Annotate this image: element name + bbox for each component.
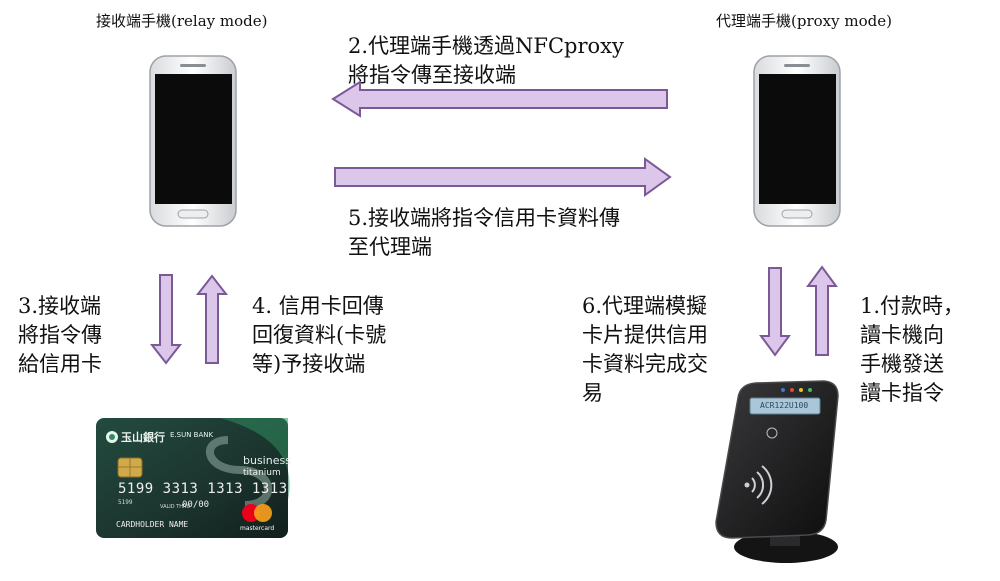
step-5-text: 5.接收端將指令信用卡資料傳 至代理端 bbox=[348, 206, 621, 259]
nfc-icon bbox=[744, 465, 773, 505]
step-3-text: 3.接收端 將指令傳 給信用卡 bbox=[18, 294, 102, 376]
relay-phone-label: 接收端手機(relay mode) bbox=[96, 12, 268, 30]
bank-logo-icon bbox=[106, 431, 118, 443]
proxy-phone-label: 代理端手機(proxy mode) bbox=[716, 12, 892, 30]
card-number: 5199 3313 1313 1313 bbox=[118, 481, 288, 497]
step-4-text: 4. 信用卡回傳 回復資料(卡號 等)予接收端 bbox=[252, 294, 387, 376]
arrow-step6-down bbox=[759, 267, 791, 357]
mastercard-logo-icon bbox=[242, 504, 272, 522]
card-network-label: mastercard bbox=[240, 525, 275, 532]
card-valid-label: VALID THRU bbox=[160, 504, 191, 510]
step-2-text: 2.代理端手機透過NFCproxy 將指令傳至接收端 bbox=[348, 34, 624, 87]
step-1-text: 1.付款時， 讀卡機向 手機發送 讀卡指令 bbox=[860, 294, 965, 405]
card-expiry: 00/00 bbox=[182, 500, 210, 510]
arrow-step5-right bbox=[334, 157, 672, 197]
proxy-phone bbox=[753, 55, 841, 227]
card-holder-name: CARDHOLDER NAME bbox=[116, 520, 189, 529]
card-tier-titanium: titanium bbox=[243, 468, 281, 478]
step-6-text: 6.代理端模擬 卡片提供信用 卡資料完成交 易 bbox=[582, 294, 708, 405]
reader-screen-text: ACR122U100 bbox=[760, 401, 809, 410]
card-bank-name: 玉山銀行 bbox=[121, 431, 165, 444]
arrow-step2-left bbox=[331, 80, 668, 118]
arrow-step4-up bbox=[195, 274, 229, 364]
arrow-step1-up bbox=[806, 265, 838, 356]
credit-card bbox=[96, 418, 290, 538]
relay-phone bbox=[149, 55, 237, 227]
card-reader bbox=[715, 380, 839, 563]
card-number-prefix: 5199 bbox=[118, 499, 133, 506]
card-bank-name-en: E.SUN BANK bbox=[170, 431, 214, 439]
card-tier-business: business bbox=[243, 454, 291, 467]
arrow-step3-down bbox=[149, 274, 183, 365]
